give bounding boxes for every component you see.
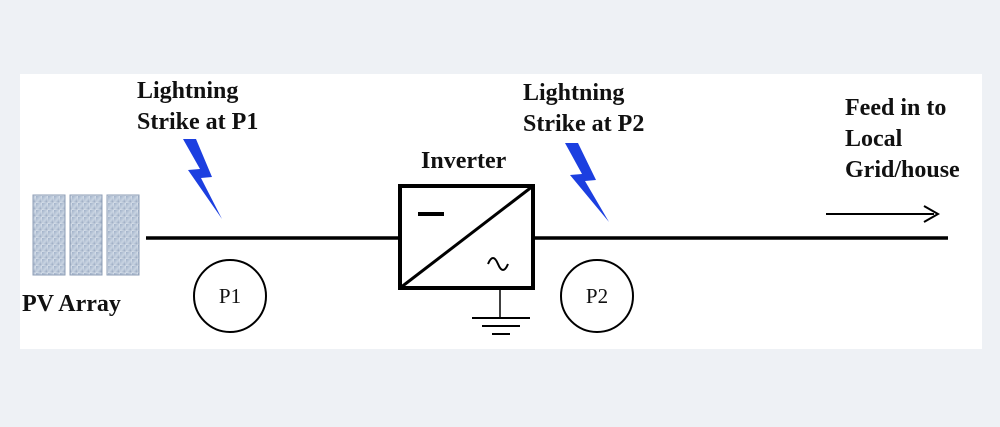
inverter-label: Inverter xyxy=(421,148,507,174)
feed-line1: Feed in to xyxy=(845,95,947,121)
lightning-p2-label: Lightning Strike at P2 xyxy=(523,78,644,140)
p2-label: P2 xyxy=(586,284,608,308)
measurement-point-p1: P1 xyxy=(193,259,267,333)
arrow-right-icon xyxy=(826,205,941,223)
lightning-p2-line2: Strike at P2 xyxy=(523,111,645,137)
pv-array-label: PV Array xyxy=(22,291,121,317)
p1-label: P1 xyxy=(219,284,241,308)
solar-panel-icon xyxy=(32,194,140,276)
lightning-p1-label: Lightning Strike at P1 xyxy=(137,76,258,138)
lightning-bolt-icon xyxy=(183,139,222,219)
feed-line2: Local xyxy=(845,126,903,152)
lightning-bolt-icon xyxy=(565,143,609,222)
feed-in-label: Feed in to Local Grid/house xyxy=(845,93,960,186)
lightning-p1-line1: Lightning xyxy=(137,78,239,104)
ground-symbol-icon xyxy=(472,288,530,335)
lightning-p2-line1: Lightning xyxy=(523,80,625,106)
lightning-p1-line2: Strike at P1 xyxy=(137,109,259,135)
measurement-point-p2: P2 xyxy=(560,259,634,333)
dc-ac-inverter-icon xyxy=(398,184,535,290)
feed-line3: Grid/house xyxy=(845,157,960,183)
